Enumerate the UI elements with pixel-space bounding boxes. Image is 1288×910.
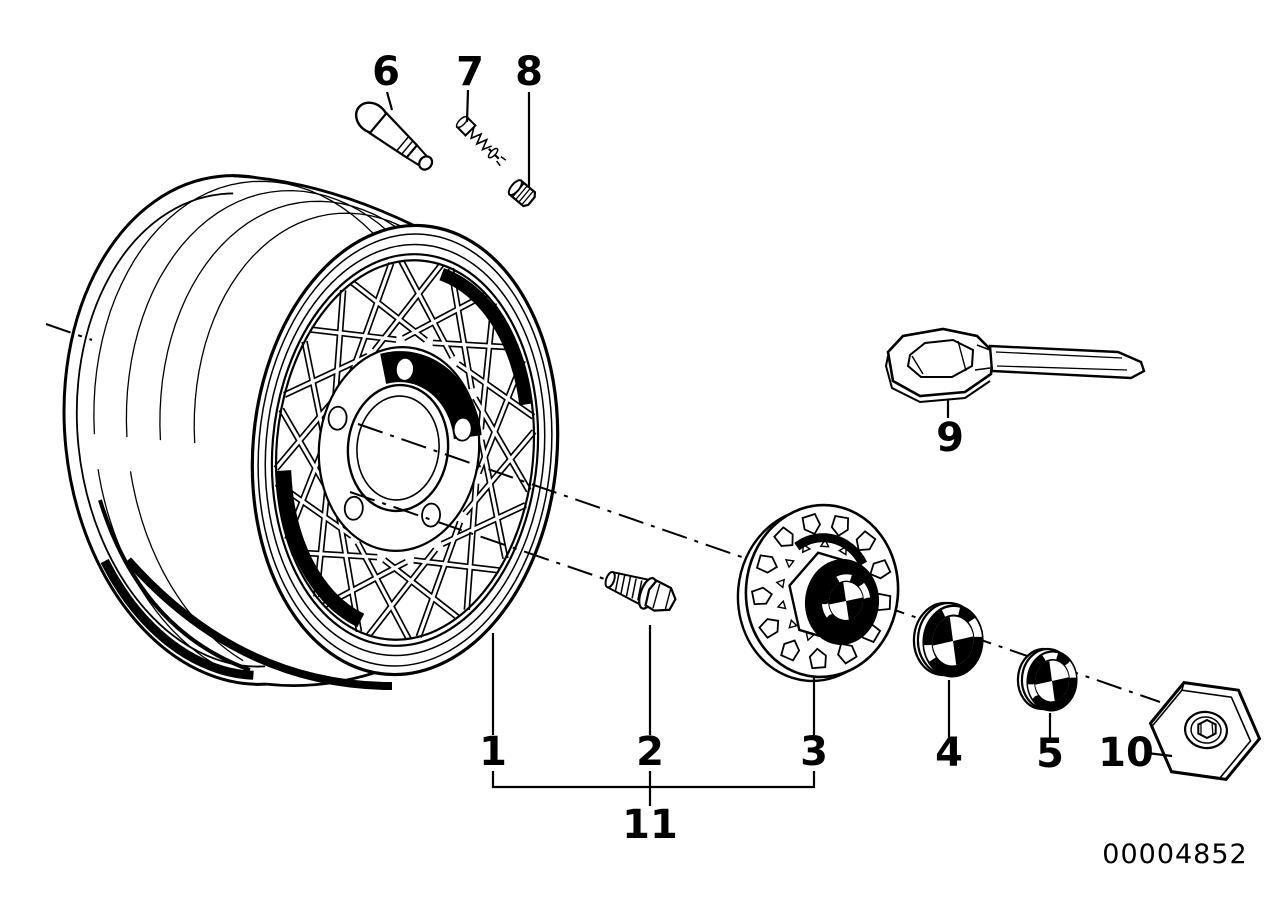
callout-10[interactable]: 10 (1098, 730, 1154, 776)
callout-7[interactable]: 7 (456, 49, 484, 95)
wheel-rim-drawing (62, 174, 560, 690)
leader-line-7 (465, 89, 470, 123)
callout-labels: 1 2 3 4 5 6 7 8 9 10 11 00004852 (372, 49, 1247, 870)
hub-cap-wrench-part (884, 327, 1146, 404)
leader-line-10 (1146, 751, 1173, 758)
hub-cover-part (736, 503, 900, 683)
callout-3[interactable]: 3 (800, 729, 828, 775)
emblem-large-part (912, 601, 984, 678)
callout-4[interactable]: 4 (935, 730, 963, 776)
valve-cap-part (507, 179, 537, 208)
emblem-small-part (1016, 647, 1078, 712)
leader-line-6 (385, 91, 394, 111)
callout-2[interactable]: 2 (636, 729, 664, 775)
document-number: 00004852 (1102, 839, 1247, 870)
wheel-bolt-part (604, 571, 677, 612)
callout-11[interactable]: 11 (622, 802, 678, 848)
callout-9[interactable]: 9 (936, 415, 964, 461)
valve-insert-part (455, 115, 507, 167)
callout-8[interactable]: 8 (515, 49, 543, 95)
callout-5[interactable]: 5 (1036, 731, 1064, 777)
leader-lines (385, 89, 1173, 806)
callout-6[interactable]: 6 (372, 49, 400, 95)
tire-valve-part (354, 101, 434, 171)
spacer-nut-part (1148, 680, 1262, 782)
callout-1[interactable]: 1 (479, 729, 507, 775)
bracket-1-to-3 (491, 771, 816, 789)
